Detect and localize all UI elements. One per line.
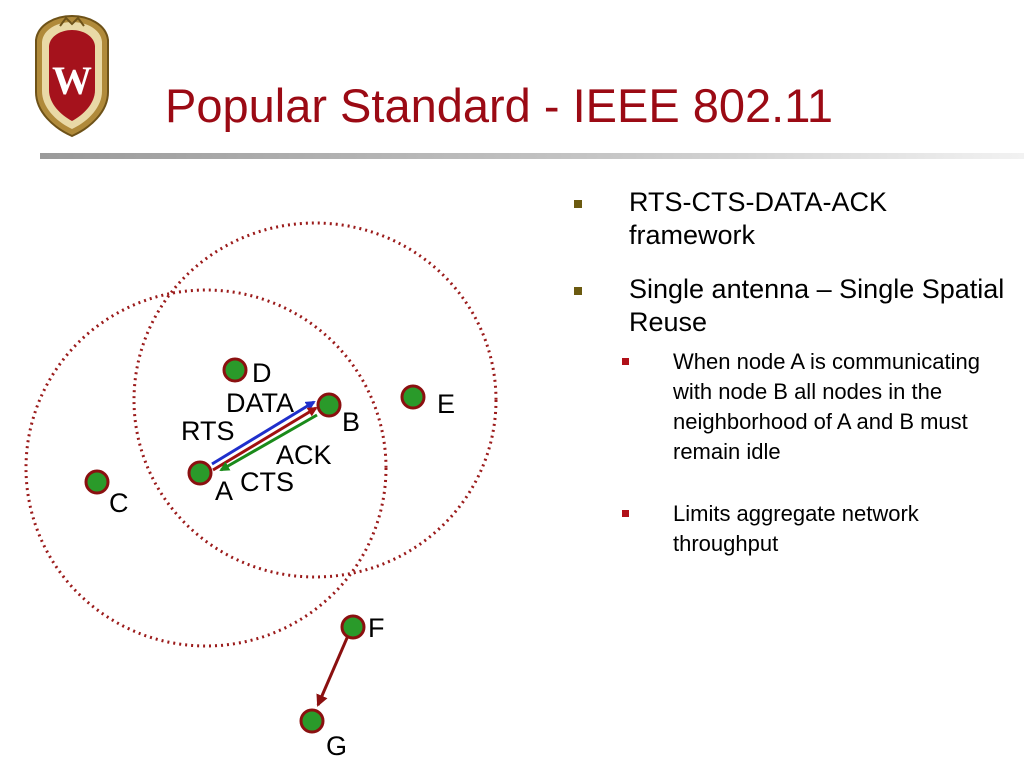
node-label-a: A (215, 476, 233, 506)
small-square-bullet-icon (622, 358, 629, 365)
rts-label: RTS (181, 416, 235, 446)
node-label-d: D (252, 358, 272, 388)
rts-arrow (211, 400, 316, 466)
slide-title: Popular Standard - IEEE 802.11 (165, 79, 834, 132)
range-circle-b (132, 221, 498, 579)
bullet-text: RTS-CTS-DATA-ACK framework (629, 187, 888, 250)
f-to-g-arrow (316, 630, 352, 707)
node-e (400, 384, 426, 410)
sub-bullet-item: When node A is communicating with node B… (622, 347, 1012, 467)
sub-bullet-list: When node A is communicating with node B… (622, 347, 1012, 559)
node-label-g: G (326, 731, 347, 761)
sub-bullet-text: When node A is communicating with node B… (673, 349, 980, 464)
data-label: DATA (226, 388, 294, 418)
cts-label: CTS (240, 467, 294, 497)
bullet-item: RTS-CTS-DATA-ACK framework (572, 186, 1012, 252)
small-square-bullet-icon (622, 510, 629, 517)
range-circle-a (24, 288, 388, 648)
crest-letter: W (52, 58, 92, 103)
node-label-e: E (437, 389, 455, 419)
sub-bullet-text: Limits aggregate network throughput (673, 501, 919, 556)
ack-label: ACK (276, 440, 332, 470)
bullet-item: Single antenna – Single Spatial Reuse Wh… (572, 273, 1012, 559)
node-label-f: F (368, 613, 385, 643)
title-divider (40, 153, 1024, 159)
node-a (187, 460, 213, 486)
node-g (299, 708, 325, 734)
square-bullet-icon (574, 200, 582, 208)
node-d (222, 357, 248, 383)
bullet-text: Single antenna – Single Spatial Reuse (629, 274, 1005, 337)
network-diagram: A B C D E F G RTS DATA ACK CTS (24, 221, 498, 761)
node-c (84, 469, 110, 495)
data-arrow (212, 406, 318, 472)
sub-bullet-item: Limits aggregate network throughput (622, 499, 1012, 559)
node-label-b: B (342, 407, 360, 437)
node-label-c: C (109, 488, 129, 518)
bullet-list: RTS-CTS-DATA-ACK framework Single antenn… (572, 186, 1012, 559)
uw-crest-icon: W (35, 14, 109, 138)
node-f (340, 614, 366, 640)
ack-cts-arrow (219, 413, 318, 472)
node-b (316, 392, 342, 418)
square-bullet-icon (574, 287, 582, 295)
